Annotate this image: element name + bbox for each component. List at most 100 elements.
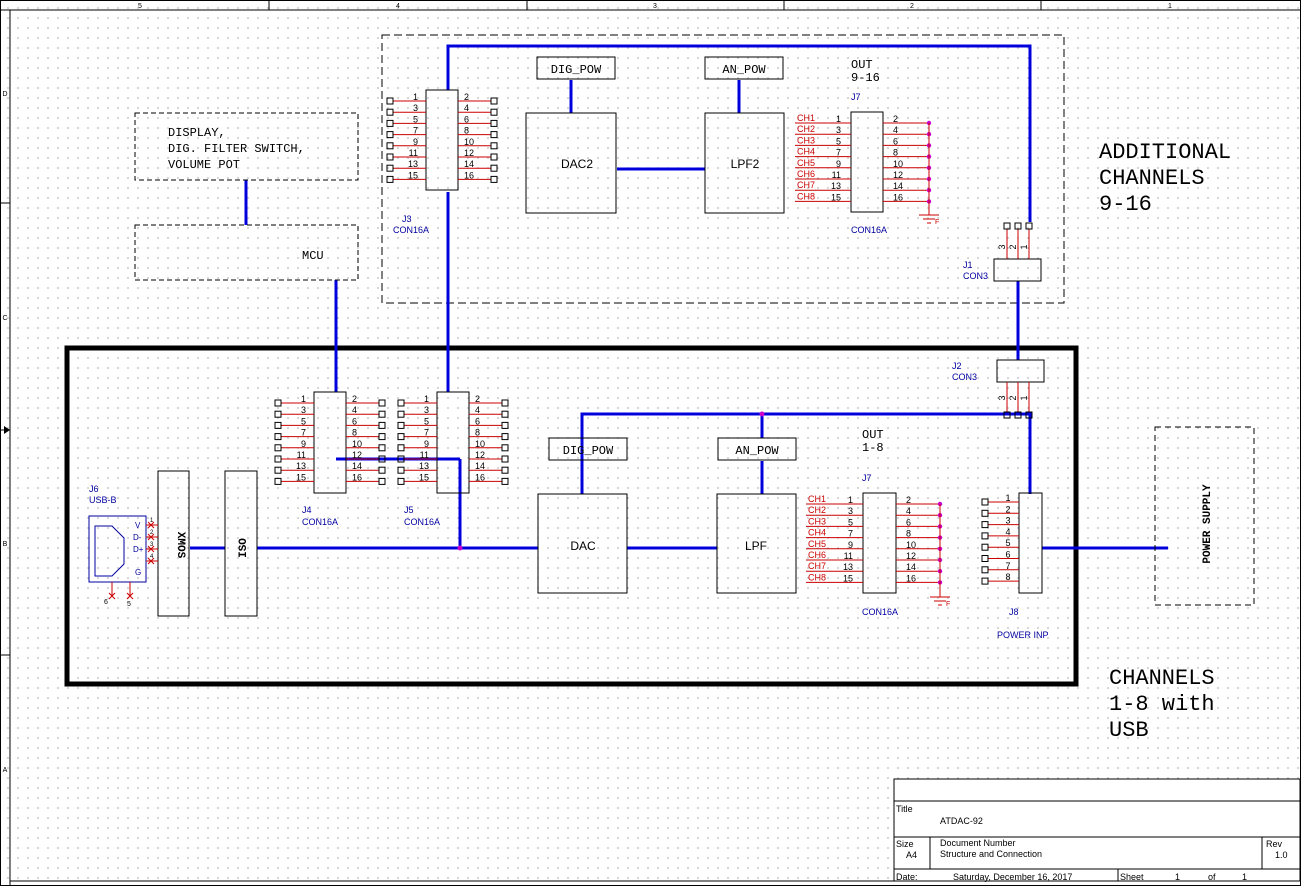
j7-bot-ch-label-7: CH7 [808,561,826,571]
j4-pinlabel-16: 16 [352,472,362,482]
dac2-box [525,112,617,214]
j1-term-3 [1003,222,1011,230]
j5-pinlabel-6: 6 [475,416,480,426]
j5-pinlabel-5: 5 [424,416,429,426]
mcu-label: MCU [302,249,324,263]
j7-top-pinlabel-4: 4 [893,125,898,135]
j8-term-2 [981,509,989,517]
j4-pinlabel-10: 10 [352,439,362,449]
title-block: Title ATDAC-92 Size A4 Document Number S… [893,778,1301,882]
rev-label: Rev [1266,839,1283,849]
j8-term-6 [981,555,989,562]
border-col-5: 5 [138,3,142,10]
j8-pinlabel-7: 7 [1005,561,1010,571]
j8-term-4 [981,532,989,540]
j5-ref: J5 [404,505,414,515]
j8-value: POWER INP [997,630,1049,640]
lpf2-box [704,112,785,214]
j1-term-2 [1014,222,1022,230]
j5-term-11 [397,455,405,463]
power-supply-label: POWER SUPPLY [1202,484,1214,564]
j8-term-1 [981,498,989,506]
j7-bot-ch-label-3: CH3 [808,516,826,526]
j5-term-12 [501,455,509,463]
date-label: Date: [896,872,918,882]
j7-top-pinlabel-11: 11 [832,170,841,180]
j7-top-ch-label-7: CH7 [797,180,815,190]
j5-pinlabel-12: 12 [475,450,485,460]
j4-term-14 [378,466,386,474]
border-col-1: 1 [1168,3,1172,10]
j4-pinlabel-1: 1 [301,394,306,404]
dig-pow-bot-label: DIG_POW [563,444,614,458]
j8-pinlabel-8: 8 [1005,572,1010,582]
j4-pinlabel-4: 4 [352,405,357,415]
j7-bot-pinlabel-14: 14 [906,562,916,572]
j7-bot-pinlabel-7: 7 [848,529,853,539]
border-col-3: 3 [653,3,657,10]
j7-top-value: CON16A [851,225,887,235]
j4-term-13 [274,466,282,474]
j3-pinlabel-2: 2 [464,92,469,102]
dac-label: DAC [570,539,596,553]
additional-channels-heading-3: 9-16 [1099,192,1152,217]
size-label: Size [896,839,914,849]
of-label: of [1208,872,1216,882]
j4-pinlabel-2: 2 [352,394,357,404]
j8-body [1018,492,1043,594]
j5-pinlabel-1: 1 [424,394,429,404]
j7-bot-body [862,492,897,594]
j4-pinlabel-8: 8 [352,428,357,438]
dac2-label: DAC2 [561,157,593,171]
j6-pinnum-3: 3 [150,542,154,548]
date-value: Saturday, December 16, 2017 [953,872,1072,882]
j4-pinlabel-15: 15 [296,472,306,482]
an-pow-bot-box [717,437,797,461]
title-label: Title [896,804,913,814]
j6-pin-dp: D+ [133,545,144,554]
lpf2-label: LPF2 [731,157,760,171]
channels-usb-heading-2: 1-8 with [1109,692,1215,717]
j8-pinlabel-4: 4 [1005,527,1010,537]
j7-top-pinlabel-1: 1 [836,114,841,124]
j3-term-5 [386,119,394,127]
mcu-box [134,224,359,281]
j3-term-8 [490,131,498,139]
j3-term-12 [490,153,498,161]
j8-term-3 [981,521,989,529]
j7-bot-pinlabel-3: 3 [848,506,853,516]
j3-value: CON16A [393,225,429,235]
j5-pinlabel-8: 8 [475,428,480,438]
j7-top-ch-label-8: CH8 [797,191,815,201]
j4-pinlabel-11: 11 [297,450,306,460]
j8-term-5 [981,543,989,551]
an-pow-bot-label: AN_POW [735,444,779,458]
channels-usb-heading-1: CHANNELS [1109,666,1215,691]
of-value: 1 [1242,872,1247,882]
j5-pinlabel-3: 3 [424,405,429,415]
j5-pinlabel-7: 7 [424,428,429,438]
additional-channels-heading-2: CHANNELS [1099,166,1205,191]
j3-pinlabel-4: 4 [464,103,469,113]
j3-term-9 [386,142,394,150]
usb-b-connector-j6: V D- D+ G 1 2 3 4 6 5 [88,515,158,608]
j3-term-6 [490,119,498,127]
j7-top-ch-label-4: CH4 [797,147,815,157]
j3-term-13 [386,164,394,172]
display-note-box [134,112,359,181]
j8-pinlabel-3: 3 [1005,516,1010,526]
j5-term-6 [501,421,509,429]
j7-top-pinlabel-6: 6 [893,136,898,146]
j5-term-16 [501,477,509,485]
j5-term-8 [501,433,509,441]
xmos-box [157,470,190,617]
j4-pinlabel-5: 5 [301,416,306,426]
j1-value: CON3 [963,271,988,281]
j3-term-11 [386,153,394,161]
j1-ref: J1 [963,260,973,270]
j1-body [993,258,1042,282]
iso-box [224,470,258,617]
xmos-label: XMOS [174,532,186,559]
